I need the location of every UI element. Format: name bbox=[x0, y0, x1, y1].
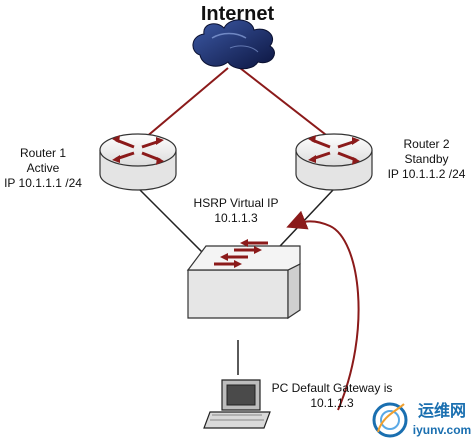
router1-icon bbox=[99, 133, 177, 191]
watermark-domain: iyunv.com bbox=[412, 423, 472, 437]
watermark-chinese: 运维网 bbox=[417, 403, 466, 420]
link-internet-router1 bbox=[144, 67, 229, 139]
pc-label: PC Default Gateway is 10.1.1.3 bbox=[262, 381, 402, 411]
router2-ip: IP 10.1.1.2 /24 bbox=[387, 167, 466, 181]
router1-label: Router 1 Active IP 10.1.1.1 /24 bbox=[0, 146, 86, 191]
gateway-arrow bbox=[286, 210, 360, 411]
pc-gateway-text: PC Default Gateway is bbox=[271, 381, 393, 395]
internet-title: Internet bbox=[200, 3, 275, 25]
pc-gateway-address: 10.1.1.3 bbox=[310, 396, 354, 410]
router2-icon bbox=[295, 133, 373, 191]
virtual-ip-title: HSRP Virtual IP bbox=[193, 196, 279, 210]
router1-name: Router 1 bbox=[19, 146, 67, 160]
router1-ip: IP 10.1.1.1 /24 bbox=[4, 176, 82, 190]
watermark-logo-icon bbox=[372, 402, 408, 438]
cloud-icon bbox=[192, 19, 275, 70]
virtual-ip-address: 10.1.1.3 bbox=[214, 211, 258, 225]
virtual-ip-label: HSRP Virtual IP 10.1.1.3 bbox=[174, 196, 298, 226]
router2-name: Router 2 bbox=[403, 137, 450, 151]
router2-label: Router 2 Standby IP 10.1.1.2 /24 bbox=[378, 137, 475, 182]
link-internet-router2 bbox=[239, 67, 331, 139]
router1-role: Active bbox=[26, 161, 60, 175]
router2-role: Standby bbox=[404, 152, 449, 166]
pc-icon bbox=[203, 379, 271, 429]
switch-icon bbox=[186, 239, 301, 320]
link-router1-switch bbox=[139, 189, 213, 263]
